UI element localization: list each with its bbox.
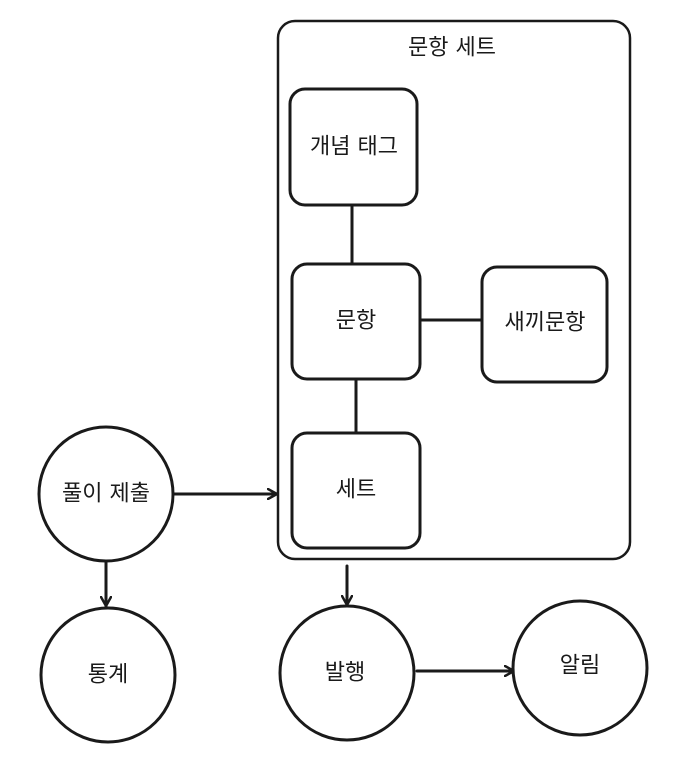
node-sub-question-label: 새끼문항 xyxy=(505,311,586,336)
node-statistics-circle xyxy=(39,606,177,744)
question-set-group: 문항 세트 xyxy=(276,19,632,561)
node-publish-circle xyxy=(278,604,416,742)
node-concept-tag[interactable]: 개념 태그 xyxy=(288,87,419,207)
question-set-group-border xyxy=(276,19,632,561)
node-submission[interactable]: 풀이 제출 xyxy=(37,425,175,563)
node-question[interactable]: 문항 xyxy=(290,262,422,381)
node-set-box xyxy=(290,431,422,550)
node-statistics[interactable]: 통계 xyxy=(39,606,177,744)
node-question-label: 문항 xyxy=(336,309,376,334)
node-publish-label: 발행 xyxy=(325,661,365,686)
node-submission-circle xyxy=(37,425,175,563)
node-publish[interactable]: 발행 xyxy=(278,604,416,742)
node-set[interactable]: 세트 xyxy=(290,431,422,550)
node-notification-label: 알림 xyxy=(560,654,600,679)
node-question-box xyxy=(290,262,422,381)
node-submission-label: 풀이 제출 xyxy=(62,482,150,507)
node-concept-tag-label: 개념 태그 xyxy=(310,135,398,160)
question-set-group-title: 문항 세트 xyxy=(408,36,496,61)
node-notification-circle xyxy=(511,599,649,737)
node-sub-question-box xyxy=(480,265,609,384)
node-sub-question[interactable]: 새끼문항 xyxy=(480,265,609,384)
node-concept-tag-box xyxy=(288,87,419,207)
node-statistics-label: 통계 xyxy=(88,663,128,688)
node-notification[interactable]: 알림 xyxy=(511,599,649,737)
node-set-label: 세트 xyxy=(336,478,376,503)
